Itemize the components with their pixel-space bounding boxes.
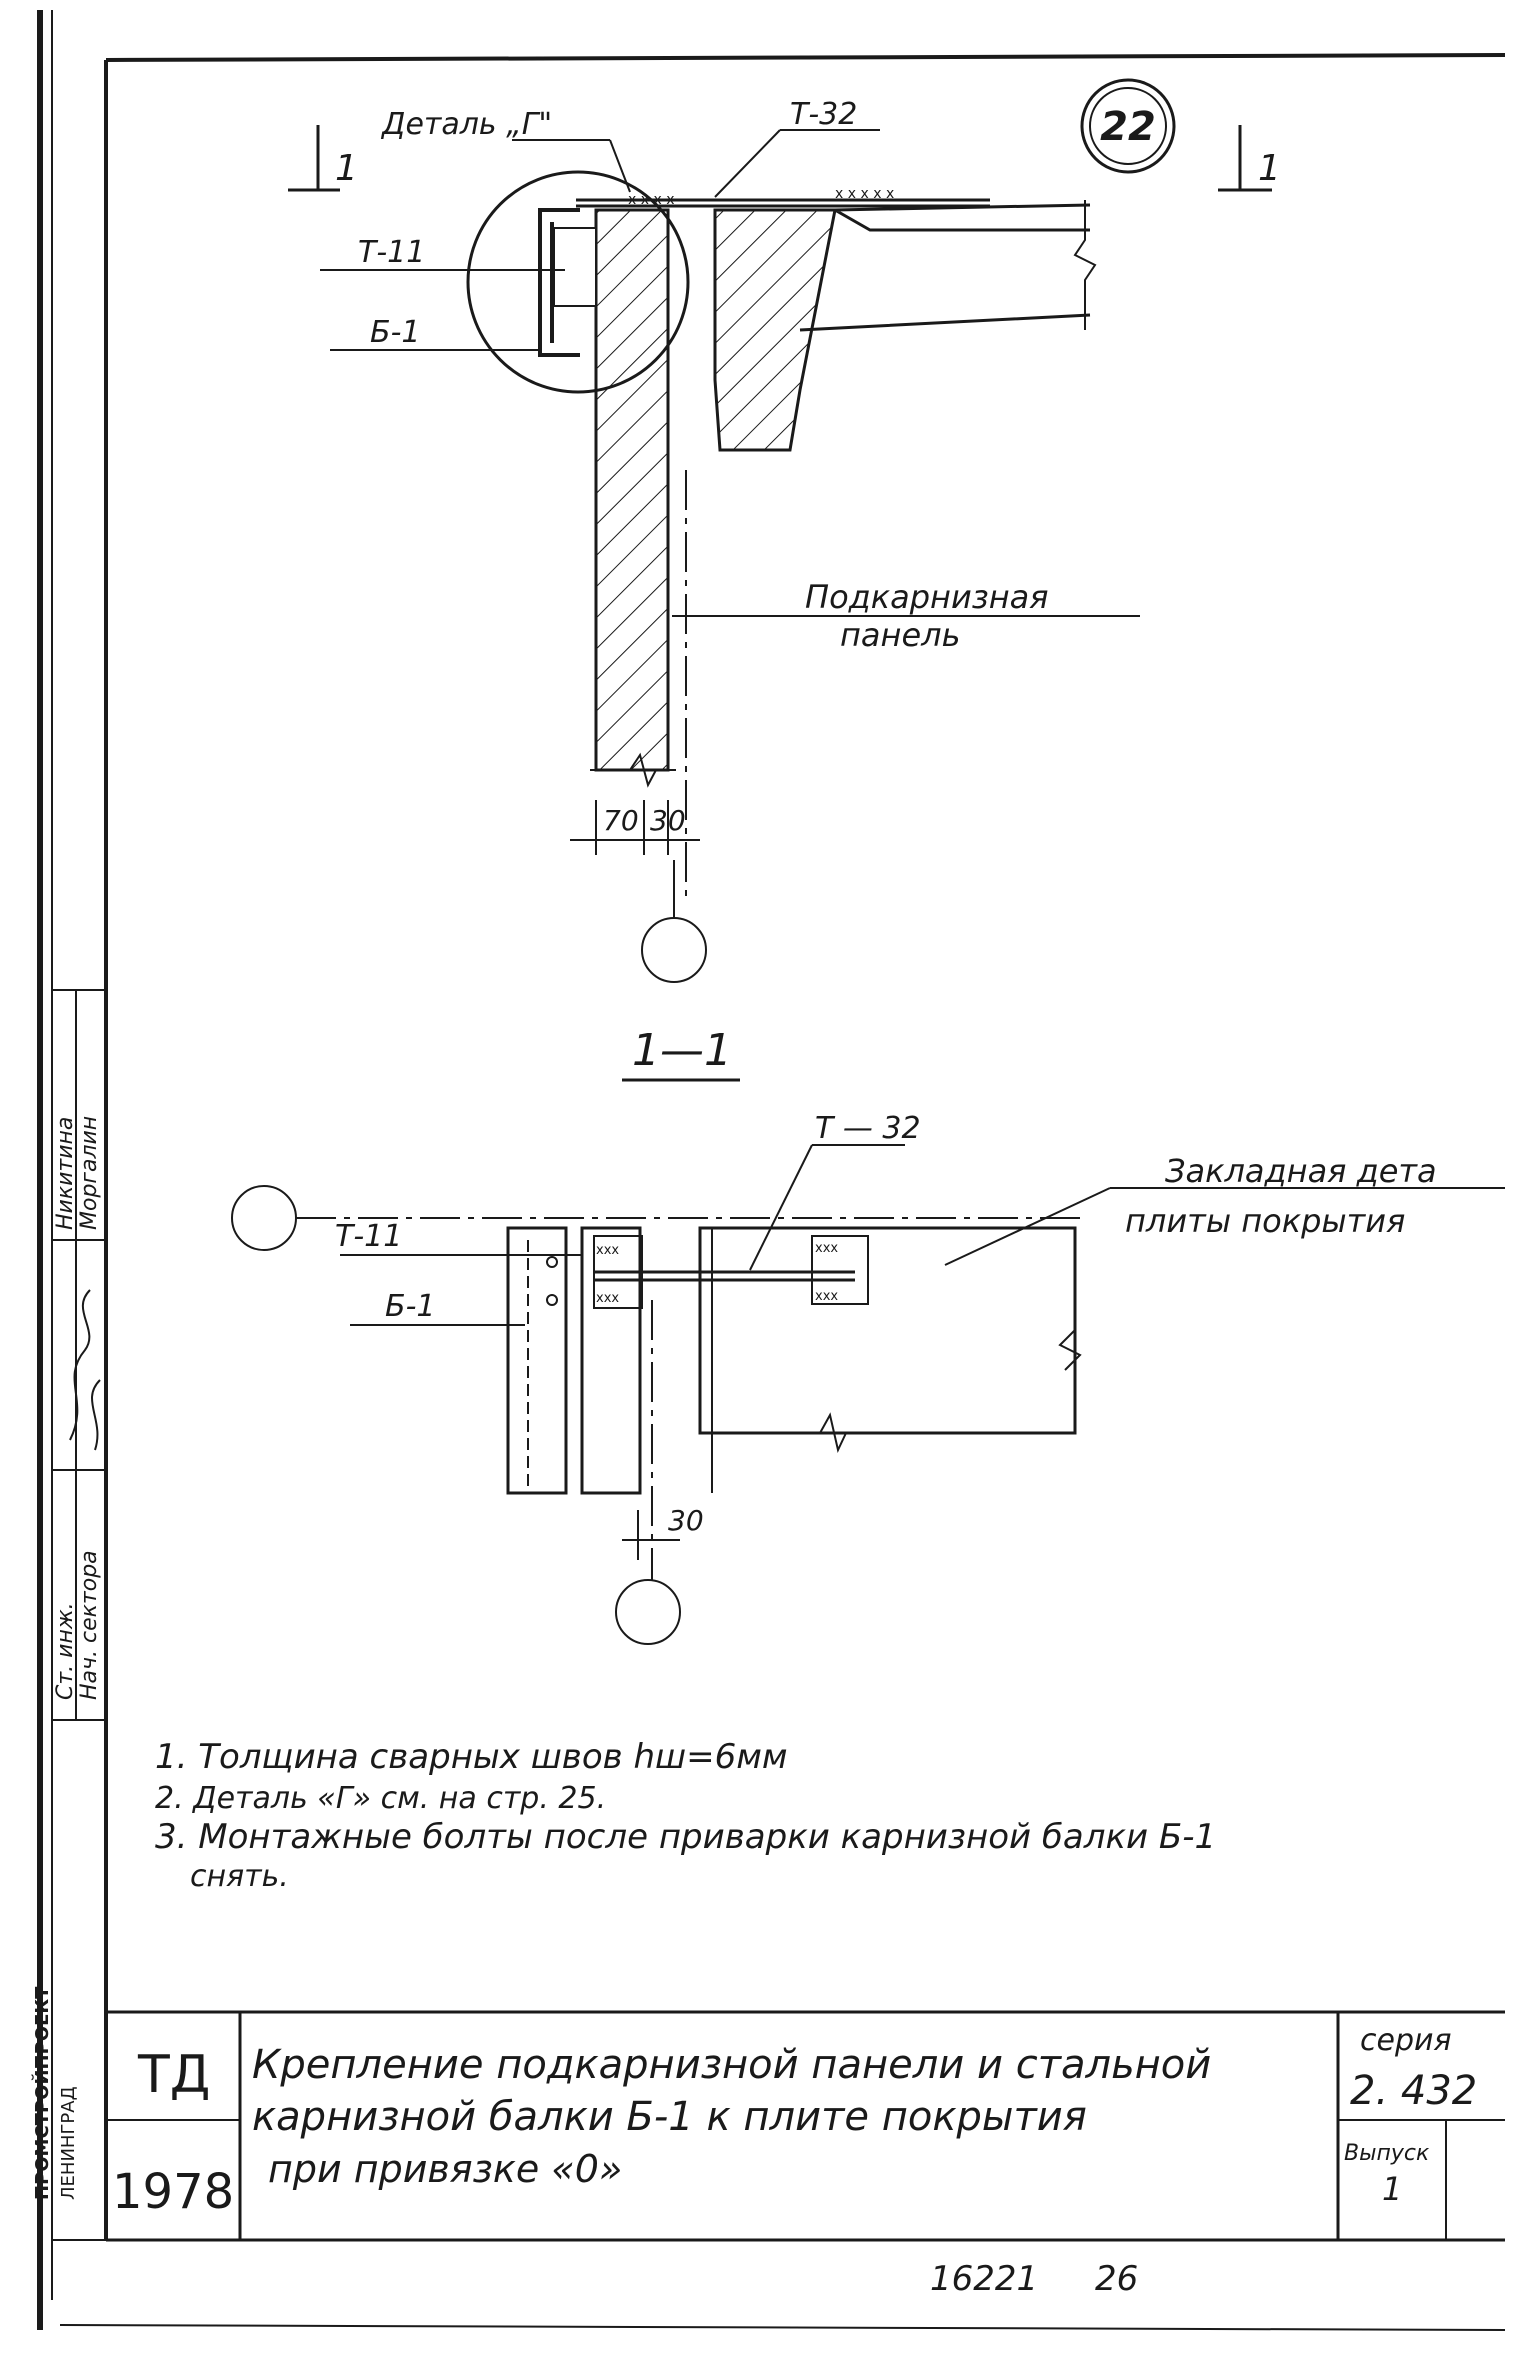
t32-label-top: Т-32 [790,97,857,132]
dim-70: 70 [603,804,639,837]
sheet-number-badge: 22 [1080,78,1176,174]
roof-slab [799,203,1091,332]
panel-label-line2: панель [840,616,960,654]
note-1: 1. Толщина сварных швов hш=6мм [155,1737,788,1777]
detail-g-label: Деталь „Г" [380,107,552,142]
weld-marks-2: x x x x x [835,186,894,202]
embedded-label-line1: Закладная дета [1165,1152,1437,1190]
section-title: 1—1 [632,1025,732,1076]
panel-section [580,1226,642,1495]
plate-t11 [553,227,597,307]
stamp-role-1: Нач. сектора [77,1550,102,1700]
note-3: 3. Монтажные болты после приварки карниз… [155,1817,1216,1857]
title-line-1: Крепление подкарнизной панели и стальной [252,2042,1211,2088]
top-elevation-view: 1 1 x x x x x x x x x Деталь „Г" [288,97,1281,983]
doc-number: 16221 [930,2259,1038,2299]
footer: 16221 26 [930,2259,1138,2299]
b1-label-section: Б-1 [385,1289,436,1324]
stamp-role-2: Ст. инж. [53,1602,78,1700]
weld-marks-3: xxx [596,1243,619,1258]
left-stamp: Нач. сектора Ст. инж. Моргалин Никитина … [31,989,107,2241]
axis-marker-bottom [615,1579,681,1645]
series-label: серия [1360,2023,1452,2058]
issue-label: Выпуск [1344,2141,1430,2166]
b1-label-top: Б-1 [370,315,421,350]
weld-marks-5: xxx [815,1241,838,1256]
stamp-name-2: Никитина [53,1117,78,1230]
section-1-1-view: 1—1 xxx xxx xxx xxx 30 [231,1025,1505,1645]
weld-marks-4: xxx [596,1291,619,1306]
td-mark: ТД [137,2045,210,2105]
beam-b1 [538,208,580,357]
stamp-org: ПРОМСТРОЙПРОЕКТ [31,1986,53,2200]
series-value: 2. 432 [1350,2068,1477,2114]
dim-30-section: 30 [668,1504,704,1537]
t11-label-section: Т-11 [335,1219,402,1254]
axis-marker-top [641,917,707,983]
stamp-name-1: Моргалин [77,1116,102,1230]
section-mark-left: 1 [288,125,358,192]
panel-label-line1: Подкарнизная [805,578,1049,616]
page-number: 26 [1095,2259,1138,2299]
section-mark-right-label: 1 [1258,148,1281,189]
embedded-label-line2: плиты покрытия [1125,1202,1405,1240]
signature [69,1289,101,1451]
title-block: ТД 1978 Крепление подкарнизной панели и … [106,2010,1505,2240]
weld-marks-6: xxx [815,1289,838,1304]
title-line-3: при привязке «0» [268,2147,622,2191]
embedded-part [811,1235,869,1305]
sheet-number: 22 [1100,104,1156,150]
beam-b1-section [506,1226,568,1495]
year: 1978 [112,2164,234,2220]
weld-marks-1: x x x x [628,192,675,208]
stamp-city: ЛЕНИНГРАД [58,2086,79,2200]
section-mark-left-label: 1 [335,148,358,189]
issue-value: 1 [1382,2170,1402,2208]
sub-cornice-panel [594,208,670,772]
t11-label-top: Т-11 [358,235,425,270]
section-mark-right: 1 [1218,125,1281,192]
dimension-70-30: 70 30 [570,800,700,855]
axis-marker-left [231,1185,297,1251]
note-3-cont: снять. [190,1859,289,1894]
title-line-2: карнизной балки Б-1 к плите покрытия [252,2094,1087,2140]
t32-label-section: Т — 32 [815,1111,921,1146]
note-2: 2. Деталь «Г» см. на стр. 25. [155,1781,606,1816]
dim-30-top: 30 [650,804,686,837]
notes-block: 1. Толщина сварных швов hш=6мм 2. Деталь… [155,1737,1216,1894]
detail-g-circle [466,170,690,394]
